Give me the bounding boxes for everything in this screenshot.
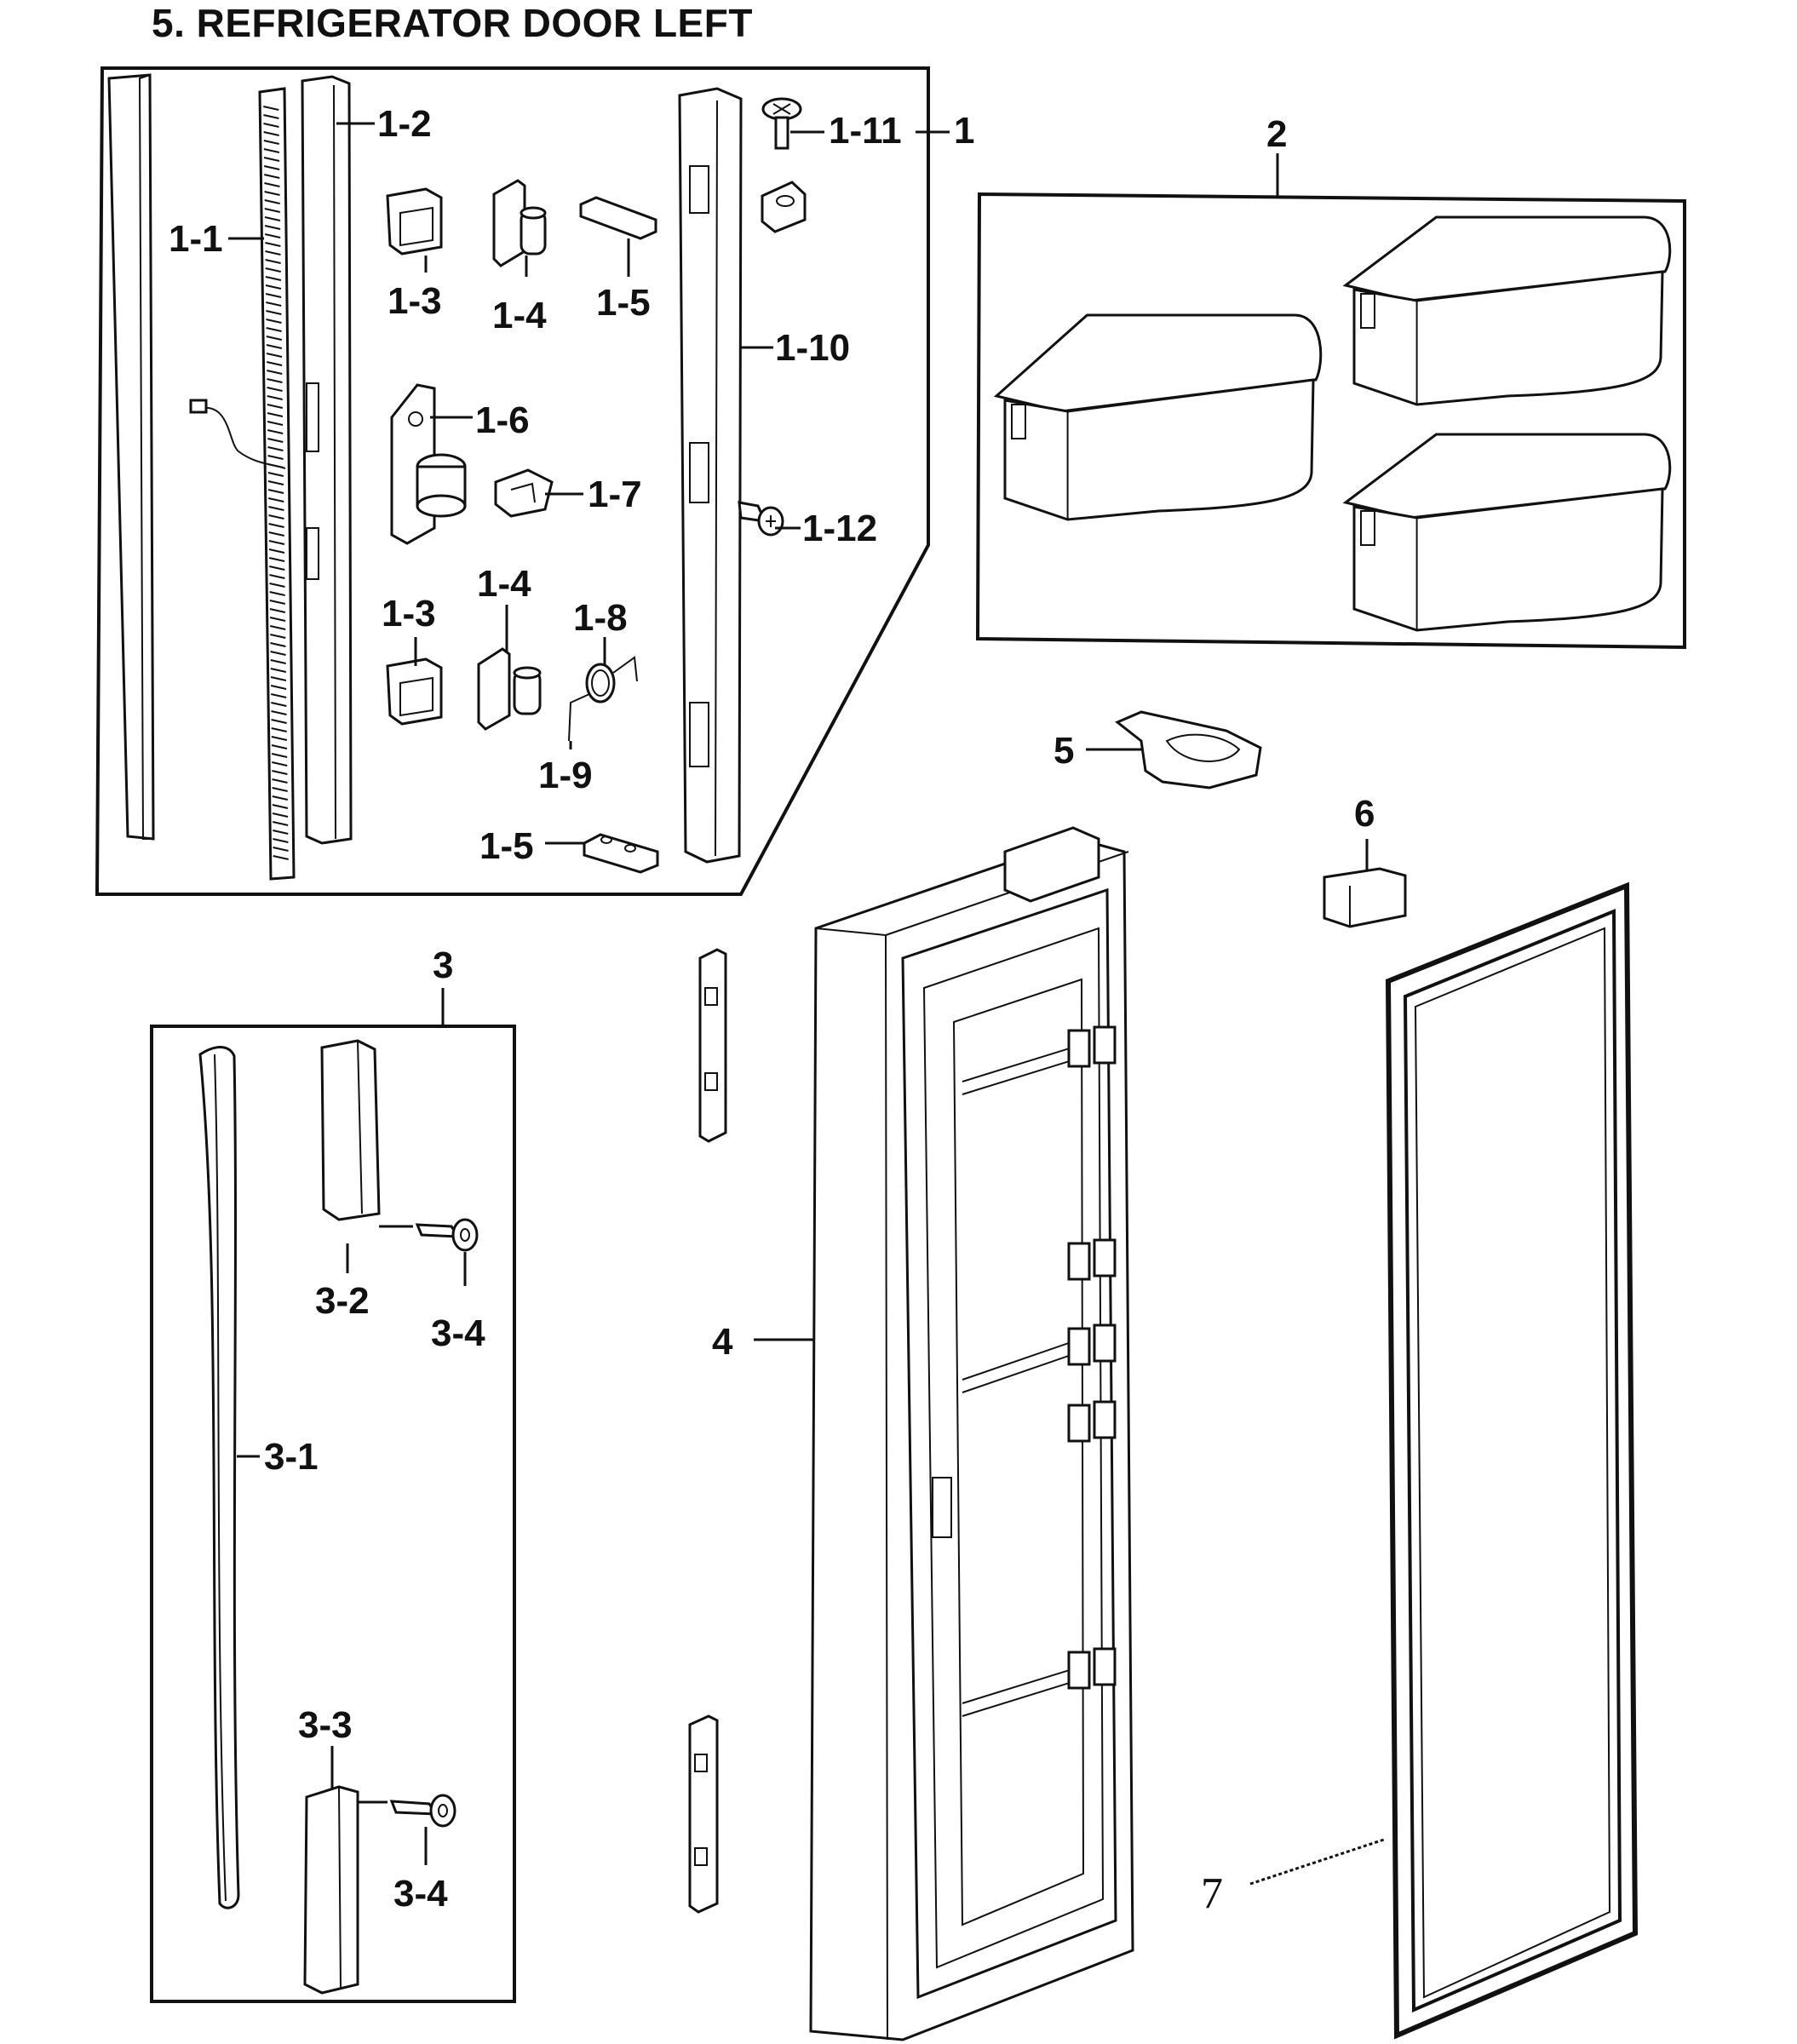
part-1-8-spring: [568, 656, 638, 742]
label-4: 4: [712, 1321, 733, 1363]
part-7-leader: [1249, 1838, 1385, 1886]
part-1-3-clip-lower: [386, 657, 443, 726]
part-1-4-hinge-upper: [492, 179, 547, 267]
label-2: 2: [1266, 113, 1287, 155]
label-3: 3: [433, 944, 453, 986]
label-1-12: 1-12: [802, 508, 877, 549]
part-3-4-screw-lower: [389, 1794, 456, 1828]
bin-hook: [1067, 1404, 1091, 1443]
label-1-10: 1-10: [775, 327, 850, 369]
label-1-3-lower: 1-3: [382, 593, 436, 634]
group-1-outline: [95, 66, 930, 896]
label-1-3-upper: 1-3: [388, 280, 442, 322]
label-1-4-upper: 1-4: [492, 295, 547, 336]
label-5: 5: [1054, 730, 1074, 772]
bin-hook: [1067, 1242, 1091, 1281]
label-1-5-lower: 1-5: [479, 825, 534, 867]
part-4-door: [809, 826, 1134, 2041]
part-7-gasket: [1385, 881, 1639, 2040]
label-3-4-upper: 3-4: [431, 1312, 485, 1354]
bin-hook: [1093, 1323, 1117, 1363]
label-1-7: 1-7: [588, 474, 642, 515]
group-2-outline: [975, 192, 1686, 650]
part-1-11-screw: [761, 97, 802, 150]
part-1-2-frame-rail: [301, 75, 353, 845]
part-vent-strip: [258, 87, 296, 881]
part-1-5-slider-upper: [579, 196, 657, 240]
part-1-3-clip-upper: [386, 187, 443, 256]
group-1-leaders: [228, 122, 950, 845]
label-1-1: 1-1: [169, 218, 223, 260]
label-1: 1: [954, 110, 974, 152]
part-2-bin-left: [993, 313, 1323, 521]
label-3-1: 3-1: [264, 1436, 319, 1478]
label-3-2: 3-2: [315, 1280, 370, 1322]
part-1-5-slider-lower: [583, 833, 659, 874]
part-3-1-handle: [198, 1046, 240, 1909]
label-7: 7: [1201, 1869, 1223, 1918]
part-1-4-hinge-lower: [477, 647, 542, 731]
part-cam-piece: [761, 181, 807, 233]
label-3-3: 3-3: [298, 1704, 353, 1746]
bin-hook: [1093, 1025, 1117, 1065]
label-3-4-lower: 3-4: [393, 1873, 448, 1915]
label-1-4-lower: 1-4: [477, 563, 531, 605]
label-1-6: 1-6: [475, 399, 530, 441]
label-1-11: 1-11: [829, 110, 902, 152]
part-5-bracket: [1115, 710, 1262, 789]
bin-hook: [1067, 1651, 1091, 1690]
group-3-outline: [150, 1025, 516, 2003]
part-6-block: [1323, 867, 1407, 928]
label-1-8: 1-8: [573, 597, 628, 639]
part-1-1-trim-strip: [107, 73, 155, 841]
door-hinge-lower: [688, 1714, 719, 1914]
part-2-bin-bottom-right: [1342, 433, 1672, 632]
bin-hook: [1067, 1029, 1091, 1068]
bin-hook: [1067, 1327, 1091, 1366]
label-1-5-upper: 1-5: [596, 282, 651, 324]
part-1-10-side-rail: [678, 87, 743, 864]
page-title: 5. REFRIGERATOR DOOR LEFT: [152, 1, 753, 45]
bin-hook: [1093, 1400, 1117, 1439]
part-1-6-hinge-plate: [390, 383, 467, 545]
label-1-9: 1-9: [538, 755, 593, 796]
part-1-7-cap: [494, 468, 554, 518]
bin-hook: [1093, 1238, 1117, 1278]
part-3-3-end-cap-lower: [303, 1785, 359, 1995]
group-3-leaders: [237, 1225, 467, 1865]
part-3-2-end-cap-upper: [320, 1039, 381, 1221]
part-3-4-screw-upper: [415, 1218, 479, 1252]
label-6: 6: [1354, 793, 1375, 835]
label-1-2: 1-2: [377, 103, 432, 145]
part-1-12-screw: [738, 501, 784, 537]
wire-connector: [189, 399, 286, 469]
bin-hook: [1093, 1647, 1117, 1686]
door-hinge-upper: [698, 948, 727, 1143]
part-2-bin-top-right: [1342, 215, 1672, 406]
